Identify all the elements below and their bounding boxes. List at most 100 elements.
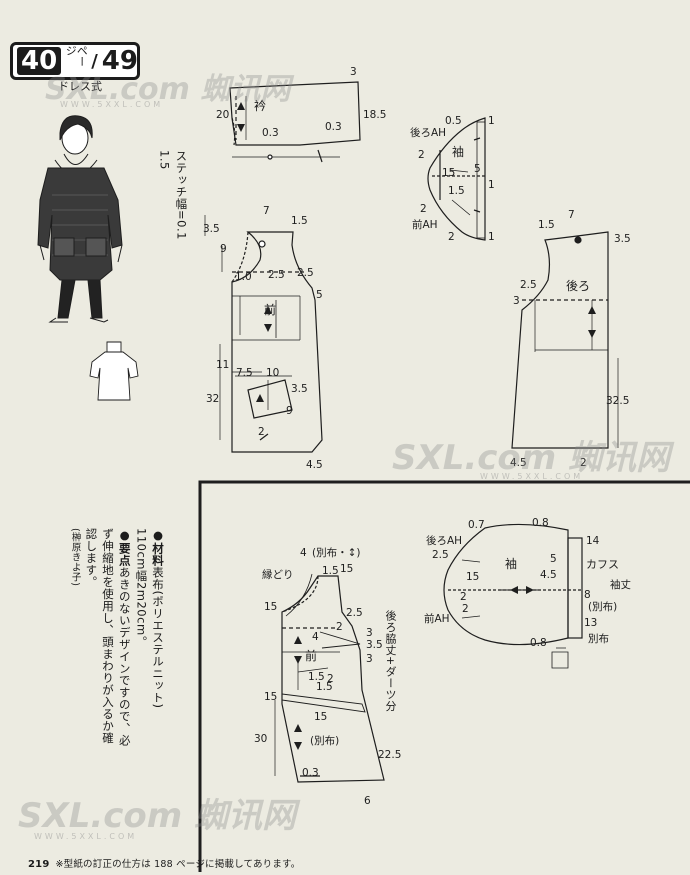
collar-label: 衿	[254, 98, 266, 113]
svg-text:5: 5	[474, 163, 481, 175]
materials-label: ●材料	[151, 528, 166, 567]
sleeve-piece-top	[427, 117, 486, 241]
stitch-width-note: ステッチ幅=0.1 1.5	[156, 150, 189, 270]
pattern-number-badge: 40 ページ / 49	[10, 42, 140, 80]
points-label: ●要点	[117, 528, 132, 567]
front-label-top: 前	[264, 302, 276, 317]
pattern-number: 40	[17, 47, 62, 75]
svg-text:3.5: 3.5	[203, 223, 220, 235]
separate-cloth-body: (別布)	[310, 735, 339, 747]
svg-text:3.5: 3.5	[366, 639, 383, 651]
svg-text:5: 5	[316, 289, 323, 301]
watermark-url-3: WWW.5XXL.COM	[34, 832, 138, 841]
svg-text:2.5: 2.5	[520, 279, 537, 291]
svg-text:2: 2	[258, 426, 265, 438]
front-ah-label-top: 前AH	[412, 218, 438, 231]
svg-text:1: 1	[488, 231, 495, 243]
svg-text:4.5: 4.5	[540, 569, 557, 581]
watermark-logo-3: SXL.com 蜘讯网	[18, 796, 297, 836]
edge-binding-label: 縁どり	[262, 568, 294, 581]
svg-text:2: 2	[327, 673, 334, 685]
svg-text:18.5: 18.5	[363, 109, 386, 121]
watermark-logo-2: SXL.com 蜘讯网	[392, 438, 671, 478]
svg-text:2: 2	[580, 457, 587, 469]
svg-text:0.3: 0.3	[325, 121, 342, 133]
svg-text:32: 32	[206, 393, 219, 405]
svg-text:15: 15	[264, 691, 277, 703]
svg-text:1.5: 1.5	[538, 219, 555, 231]
svg-text:3: 3	[350, 66, 357, 78]
svg-text:0.3: 0.3	[262, 127, 279, 139]
svg-text:30: 30	[254, 733, 267, 745]
back-label-top: 後ろ	[566, 279, 590, 293]
svg-text:2.5: 2.5	[297, 267, 314, 279]
svg-text:1.5: 1.5	[291, 215, 308, 227]
svg-text:32.5: 32.5	[606, 395, 629, 407]
svg-text:3: 3	[513, 295, 520, 307]
svg-text:0.5: 0.5	[445, 115, 462, 127]
svg-text:9: 9	[286, 405, 293, 417]
stitch-width-text: ステッチ幅=0.1	[174, 150, 189, 240]
svg-text:2: 2	[462, 603, 469, 615]
back-side-length-note: 後ろ脇丈+ダーツ分	[382, 610, 398, 760]
watermark-url-2: WWW.5XXL.COM	[480, 472, 584, 481]
svg-text:7.5: 7.5	[236, 367, 253, 379]
materials-notes: ●材料表布(ポリエステルニット) 110cm幅2m20cm。 ●要点あきのないデ…	[66, 528, 166, 748]
collar-piece	[229, 81, 361, 163]
stitch-width-text-2: 1.5	[157, 150, 172, 170]
svg-text:13: 13	[584, 617, 597, 629]
svg-text:20: 20	[216, 109, 229, 121]
svg-text:5: 5	[550, 553, 557, 565]
watermark-logo-1: SXL.com 蜘讯网	[45, 72, 291, 107]
svg-text:4: 4	[312, 631, 319, 643]
svg-text:2: 2	[336, 621, 343, 633]
front-bodice-bottom	[274, 573, 385, 783]
model-illustration	[37, 115, 123, 323]
svg-text:1.5: 1.5	[322, 565, 339, 577]
sleeve-label-top: 袖	[452, 144, 464, 159]
svg-text:0.7: 0.7	[468, 519, 485, 531]
svg-text:9: 9	[220, 243, 227, 255]
back-ah-label-bottom: 後ろAH	[426, 534, 462, 547]
page-kana-label: ページ	[64, 45, 89, 67]
svg-text:3.5: 3.5	[291, 383, 308, 395]
designer-credit: (榊原きよ子)	[69, 528, 81, 587]
svg-text:1: 1	[488, 179, 495, 191]
svg-text:1.0: 1.0	[235, 271, 252, 283]
svg-text:2.5: 2.5	[346, 607, 363, 619]
svg-text:0.8: 0.8	[530, 637, 547, 649]
svg-text:4.5: 4.5	[510, 457, 527, 469]
svg-text:2.5: 2.5	[432, 549, 449, 561]
svg-text:15: 15	[340, 563, 353, 575]
svg-text:4: 4	[300, 547, 307, 559]
svg-text:14: 14	[586, 535, 600, 547]
svg-text:10: 10	[266, 367, 279, 379]
svg-text:15: 15	[264, 601, 277, 613]
svg-text:1: 1	[488, 115, 495, 127]
watermark-url-1: WWW.5XXL.COM	[60, 100, 164, 109]
svg-text:15: 15	[466, 571, 479, 583]
page-number: 219	[28, 859, 50, 870]
materials-text: 表布(ポリエステルニット) 110cm幅2m20cm。	[134, 528, 166, 709]
separate-cloth-cuff: (別布)	[588, 601, 617, 613]
svg-text:0.3: 0.3	[302, 767, 319, 779]
svg-text:11: 11	[216, 359, 229, 371]
footer: 219※型紙の訂正の仕方は 188 ページに掲載してあります。	[28, 856, 301, 870]
svg-text:2: 2	[460, 591, 467, 603]
svg-text:2: 2	[420, 203, 427, 215]
svg-text:15: 15	[442, 167, 455, 179]
svg-text:1.5: 1.5	[308, 671, 325, 683]
svg-text:7: 7	[263, 205, 270, 217]
svg-text:2: 2	[418, 149, 425, 161]
svg-text:22.5: 22.5	[378, 749, 401, 761]
sleeve-length-label: 袖丈	[610, 578, 631, 591]
back-bodice-top	[511, 231, 619, 449]
garment-number: 49	[101, 46, 138, 76]
front-bodice-top	[204, 215, 323, 453]
front-ah-label-bottom: 前AH	[424, 612, 450, 625]
svg-text:3: 3	[366, 627, 373, 639]
svg-text:1.5: 1.5	[316, 681, 333, 693]
svg-text:0.8: 0.8	[532, 517, 549, 529]
